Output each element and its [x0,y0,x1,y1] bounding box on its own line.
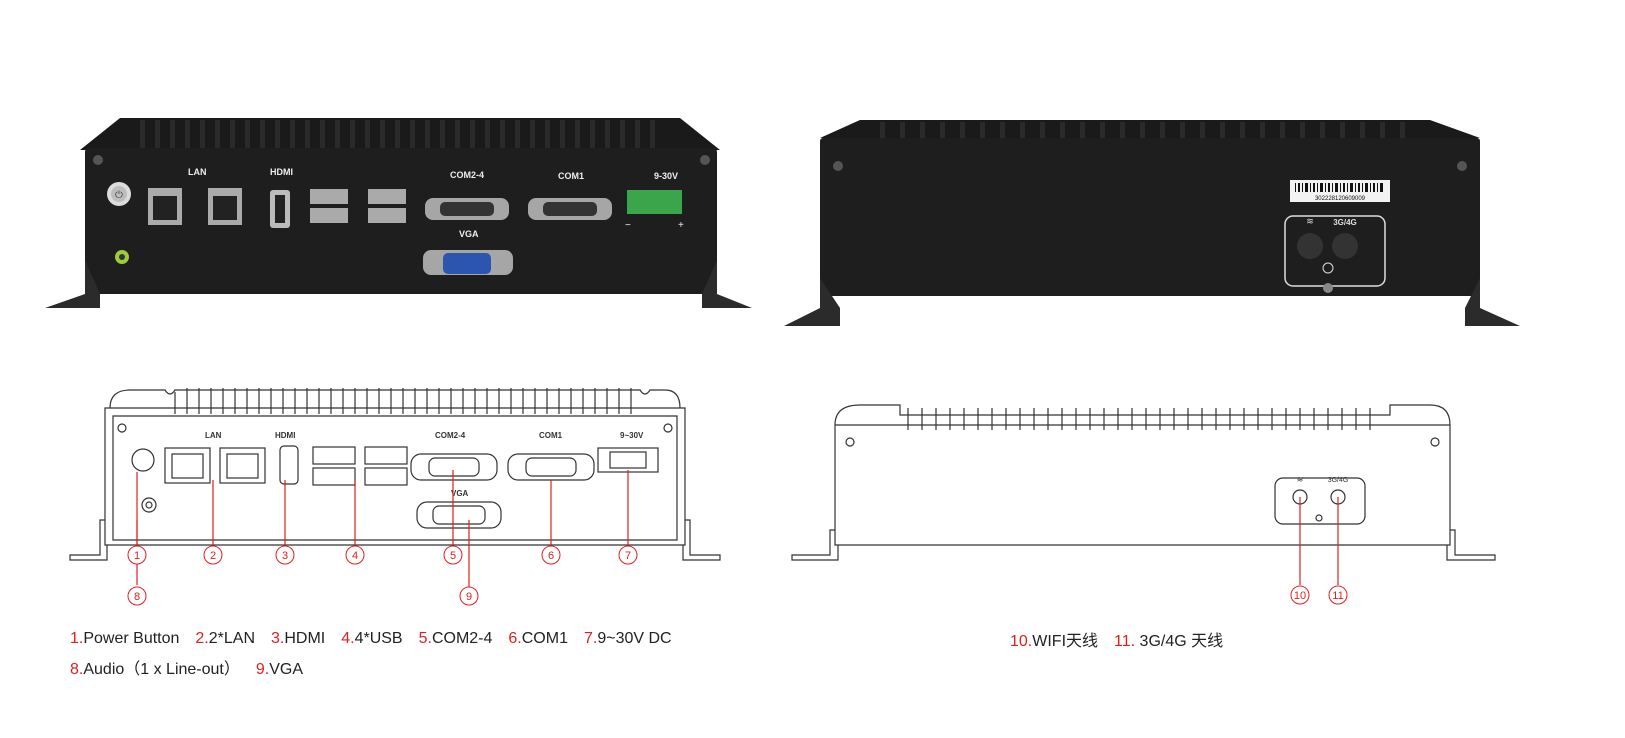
legend-number: 6. [508,630,522,647]
callout-number: 10 [1294,590,1306,602]
legend-item: 7.9~30V DC [584,630,672,647]
legend-number: 4. [341,630,355,647]
legend-item: 9.VGA [256,661,303,678]
callout-circle [203,545,223,565]
callout-circle [127,586,147,606]
vga-label: VGA [459,229,479,239]
legend-text: 4*USB [354,630,403,647]
barcode-text: 302228120609009 [1315,196,1366,202]
callout-circle [1328,585,1348,605]
callout-circle [275,545,295,565]
power-label: 9-30V [654,171,678,181]
legend-number: 7. [583,630,598,647]
legend-number: 1. [70,630,84,647]
legend-text: 9~30V DC [597,630,672,647]
legend-item: 5.COM2-4 [419,630,493,647]
callout-circle [1290,585,1310,605]
callout-number: 5 [450,550,456,562]
ground-screw [1323,283,1333,293]
legend-item: 3.HDMI [271,630,325,647]
power-plus: + [678,220,684,231]
callout-number: 6 [548,550,554,562]
legend-text: COM1 [521,630,568,647]
callout-number: 11 [1332,590,1343,602]
front-legend-line2: 8.Audio（1 x Line-out） 9.VGA [70,655,319,679]
com24-label: COM2-4 [450,170,484,180]
rear-3g4g-label: 3G/4G [1333,218,1357,227]
legend-number: 11. [1114,633,1136,650]
drawing-vga-label: VGA [451,489,469,498]
legend-item: 10.WIFI天线 [1010,633,1098,650]
callout-circle [618,545,638,565]
callout-circle [443,545,463,565]
legend-number: 8. [70,661,84,678]
legend-text: Audio（1 x Line-out） [83,661,240,678]
front-legend-line1: 1.Power Button 2.2*LAN 3.HDMI 4.4*USB 5.COM2… [70,630,688,648]
legend-item: 8.Audio（1 x Line-out） [70,661,240,678]
legend-text: COM2-4 [431,630,493,647]
callout-number: 7 [625,550,631,562]
front-panel-photo: ⏻ LAN HDMI COM2-4 COM1 9-30V VGA − + [45,118,752,308]
legend-number: 3. [271,630,285,647]
drawing-hdmi-label: HDMI [275,431,295,440]
svg-text:⏻: ⏻ [115,190,123,201]
callout-number: 4 [352,550,358,562]
legend-item: 1.Power Button [70,630,179,647]
drawing-wifi-icon: ≋ [1297,475,1304,484]
drawing-3g4g-label: 3G/4G [1328,477,1349,484]
callout-number: 1 [134,550,140,562]
lan-label: LAN [188,167,207,177]
callout-circle [541,545,561,565]
legend-number: 2. [195,630,209,647]
callout-number: 9 [466,591,472,603]
callout-number: 2 [210,550,216,562]
power-minus: − [625,220,631,231]
drawing-power-label: 9~30V [620,431,644,440]
legend-item: 2.2*LAN [195,630,255,647]
legend-text: Power Button [83,630,180,647]
callout-circle [459,586,479,606]
rear-panel-photo: 302228120609009 ≋ 3G/4G [784,120,1520,326]
legend-text: HDMI [284,630,326,647]
ground-icon [1322,262,1334,274]
drawing-lan-label: LAN [205,431,222,440]
wifi-icon: ≋ [1306,216,1314,226]
legend-text: 3G/4G 天线 [1135,633,1224,650]
legend-text: 2*LAN [208,630,255,647]
legend-number: 9. [255,661,270,678]
rear-panel-drawing: ≋ 3G/4G 10 11 [791,404,1496,605]
vga-port [443,253,491,274]
callout-circle [345,545,365,565]
legend-item: 11. 3G/4G 天线 [1114,633,1223,650]
rear-legend: 10.WIFI天线 11. 3G/4G 天线 [1010,627,1239,651]
wifi-antenna-port [1297,233,1323,259]
drawing-com1-label: COM1 [539,431,563,440]
com1-label: COM1 [558,171,584,181]
legend-item: 6.COM1 [508,630,568,647]
3g4g-antenna-port [1332,233,1358,259]
callout-number: 8 [134,591,140,603]
legend-number: 5. [418,630,432,647]
legend-item: 4.4*USB [341,630,402,647]
legend-text: WIFI天线 [1032,633,1099,650]
drawing-com24-label: COM2-4 [435,431,466,440]
callout-circle [127,545,147,565]
legend-number: 10. [1010,633,1033,650]
callout-number: 3 [282,550,288,562]
hdmi-label: HDMI [270,167,293,177]
front-panel-drawing: LAN HDMI COM2-4 COM1 9~30V VGA 1 2 3 4 5 6 7 8 9 [69,388,721,606]
legend-text: VGA [269,661,304,678]
